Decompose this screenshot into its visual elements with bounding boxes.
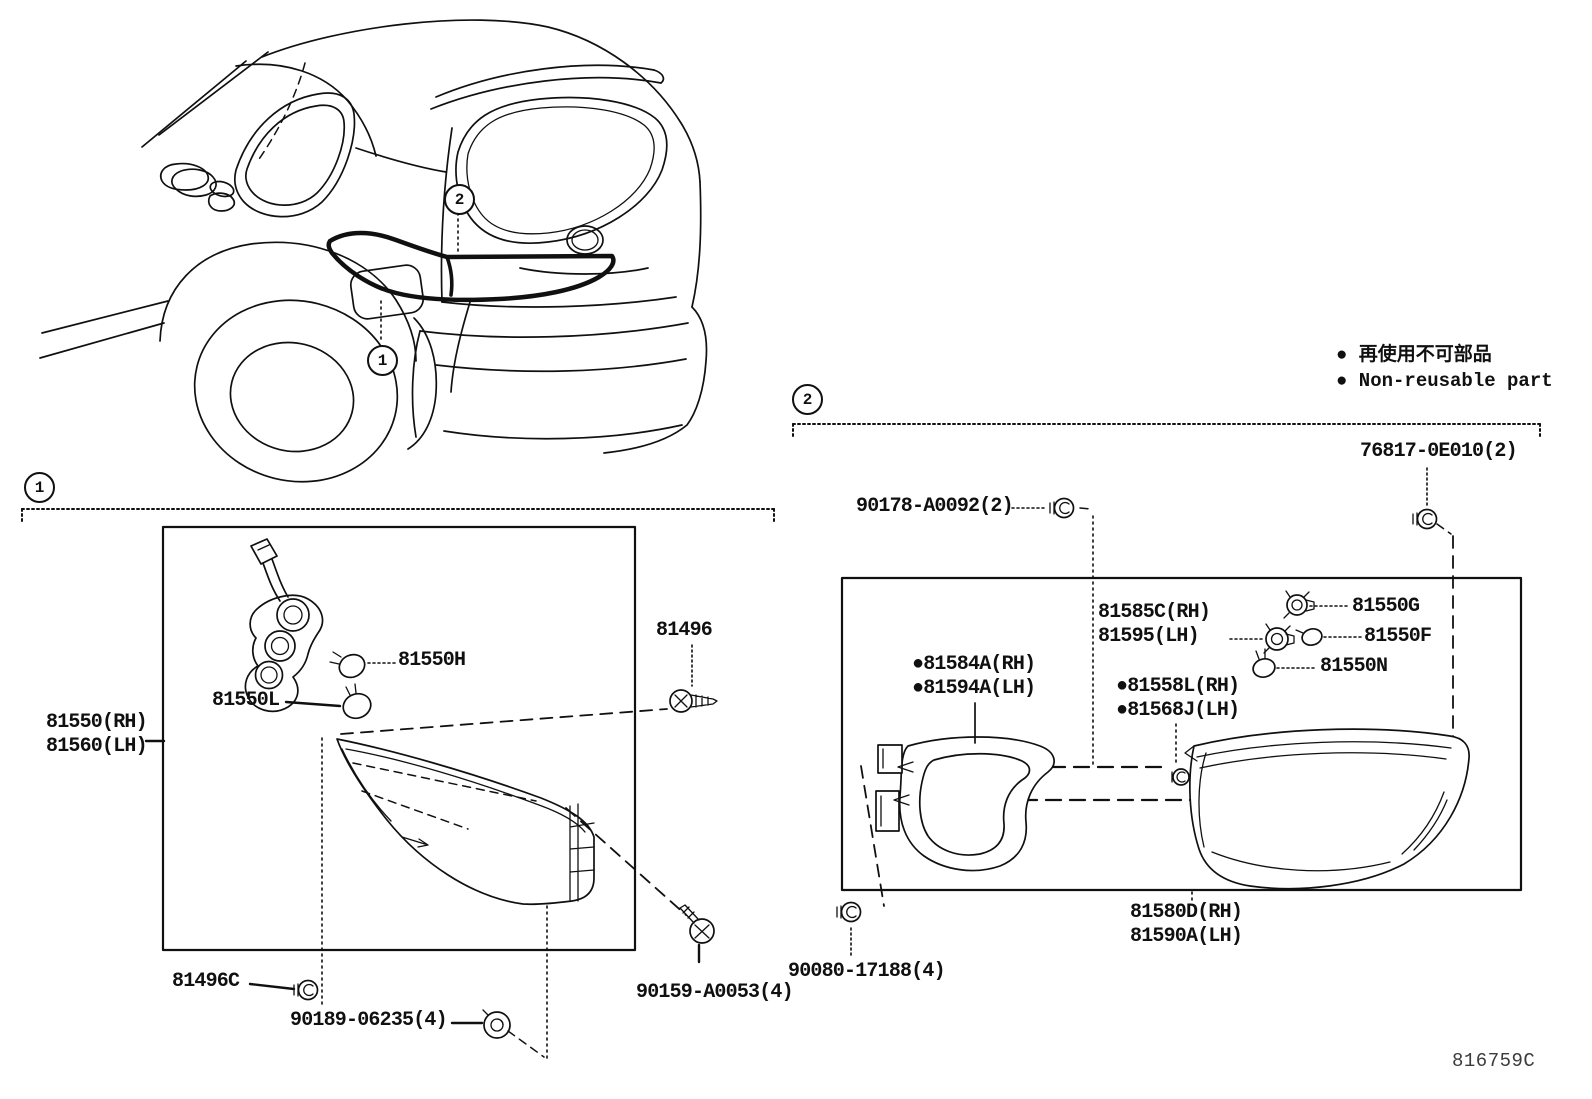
vehicle-rear-drawing (39, 19, 708, 483)
legend-non-reusable: ● Non-reusable part (1336, 370, 1553, 392)
harness-drawing (244, 538, 324, 713)
label-81568j-lh: ●81568J(LH) (1116, 699, 1240, 722)
callout-2-on-vehicle: 2 (444, 184, 475, 215)
bulb-icon (1295, 628, 1323, 646)
label-81590a-lh: 81590A(LH) (1130, 925, 1243, 948)
label-90189-06235: 90189-06235(4) (290, 1009, 448, 1032)
bulb-icon (342, 683, 372, 720)
section2-callout: 2 (792, 384, 823, 415)
clip-icon (1049, 497, 1075, 519)
label-81550n: 81550N (1320, 655, 1388, 678)
label-81496c: 81496C (172, 970, 240, 993)
bulb-icon (329, 651, 366, 679)
socket-icon (1263, 623, 1295, 654)
label-81580d-rh: 81580D(RH) (1130, 901, 1243, 924)
label-81594a-lh: ●81594A(LH) (912, 677, 1036, 700)
label-81585c-rh: 81585C(RH) (1098, 601, 1211, 624)
clip-icon (1171, 768, 1190, 786)
label-90159-a0053: 90159-A0053(4) (636, 981, 794, 1004)
label-81550h: 81550H (398, 649, 466, 672)
section1-box (161, 525, 637, 952)
label-81560-lh: 81560(LH) (46, 735, 148, 758)
label-81550g: 81550G (1352, 595, 1420, 618)
label-76817-0e010: 76817-0E010(2) (1360, 440, 1518, 463)
section1-callout: 1 (24, 472, 55, 503)
section2-box (840, 576, 1523, 892)
clip-icon (836, 901, 862, 923)
tail-lamp-lens-drawing (336, 738, 595, 906)
label-81558l-rh: ●81558L(RH) (1116, 675, 1240, 698)
callout-1-on-vehicle: 1 (367, 345, 398, 376)
label-81496: 81496 (656, 619, 713, 642)
screw-icon (669, 689, 718, 713)
grommet-icon (482, 1009, 511, 1039)
arrowhead (893, 794, 910, 806)
section2-bracket (792, 423, 1541, 439)
section1-bracket (21, 508, 775, 524)
gasket-drawing (875, 736, 1055, 872)
label-81550f: 81550F (1364, 625, 1432, 648)
label-81550-rh: 81550(RH) (46, 711, 148, 734)
screw-icon (679, 904, 715, 944)
label-90080-17188: 90080-17188(4) (788, 960, 946, 983)
figure-code: 816759C (1452, 1050, 1536, 1072)
label-81584a-rh: ●81584A(RH) (912, 653, 1036, 676)
label-81595-lh: 81595(LH) (1098, 625, 1200, 648)
nut-icon (1412, 508, 1438, 530)
inner-lens-drawing (1184, 728, 1470, 890)
legend-cjk: ● 再使用不可部品 (1336, 344, 1492, 366)
label-90178-a0092: 90178-A0092(2) (856, 495, 1014, 518)
clip-icon (293, 979, 319, 1001)
tail-lamp-highlight (326, 230, 616, 303)
arrowhead (897, 761, 914, 773)
label-81550l: 81550L (212, 689, 280, 712)
bulb-icon (1252, 648, 1276, 678)
leader-81550l (284, 700, 342, 708)
socket-icon (1283, 590, 1315, 619)
